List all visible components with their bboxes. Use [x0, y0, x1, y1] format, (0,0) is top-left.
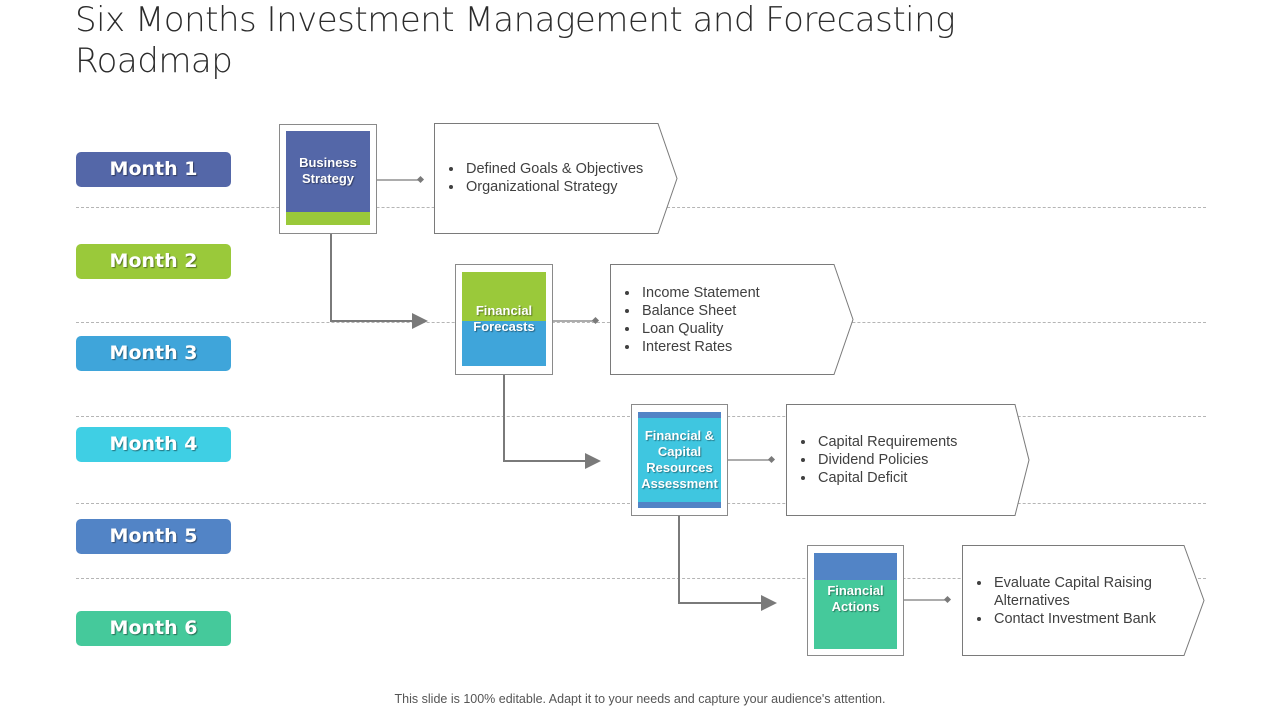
diamond-marker: [767, 455, 776, 464]
bullet-item: Evaluate Capital Raising Alternatives: [992, 574, 1182, 610]
stage-2-block: Financial Forecasts: [462, 272, 546, 366]
connector-1-to-2: [330, 234, 428, 329]
bullet-item: Contact Investment Bank: [992, 610, 1182, 628]
stage-3-bottom-fill: [638, 502, 721, 508]
month-5-label: Month 5: [76, 519, 231, 554]
bullet-item: Capital Deficit: [816, 469, 957, 487]
bullet-item: Capital Requirements: [816, 433, 957, 451]
month-6-label: Month 6: [76, 611, 231, 646]
stage-4-bottom-fill: [814, 580, 897, 649]
stage-2-details: Income Statement Balance Sheet Loan Qual…: [610, 264, 854, 375]
stage-3-details: Capital Requirements Dividend Policies C…: [786, 404, 1030, 516]
stage-4-top-fill: [814, 553, 897, 580]
bullet-item: Organizational Strategy: [464, 178, 643, 196]
bullet-item: Income Statement: [640, 284, 760, 302]
bullet-item: Loan Quality: [640, 320, 760, 338]
stage-3-main-fill: [638, 418, 721, 502]
stage-4-card: Financial Actions: [807, 545, 904, 656]
month-2-label: Month 2: [76, 244, 231, 279]
stage-2-title: Financial Forecasts: [473, 303, 535, 334]
stage-1-top-fill: [286, 131, 370, 212]
month-4-label: Month 4: [76, 427, 231, 462]
footer-note: This slide is 100% editable. Adapt it to…: [394, 692, 886, 706]
bullet-item: Balance Sheet: [640, 302, 760, 320]
month-3-label: Month 3: [76, 336, 231, 371]
bullet-item: Dividend Policies: [816, 451, 957, 469]
stage-4-block: Financial Actions: [814, 553, 897, 649]
diamond-marker: [591, 316, 600, 325]
stage-2-card: Financial Forecasts: [455, 264, 553, 375]
diamond-marker: [943, 595, 952, 604]
connector-3-to-4: [678, 516, 777, 611]
stage-4-title: Financial Actions: [827, 583, 884, 614]
month-1-label: Month 1: [76, 152, 231, 187]
stage-1-title: Business Strategy: [299, 155, 357, 186]
diamond-marker: [416, 175, 425, 184]
stage-3-top-fill: [638, 412, 721, 418]
stage-3-title: Financial & Capital Resources Assessment: [641, 428, 718, 491]
stage-1-block: Business Strategy: [286, 131, 370, 225]
stage-2-top-fill: [462, 272, 546, 321]
connector-2-to-3: [503, 375, 601, 469]
page-title: Six Months Investment Management and For…: [75, 0, 956, 81]
stage-1-details: Defined Goals & Objectives Organizationa…: [434, 123, 678, 234]
bullet-item: Defined Goals & Objectives: [464, 160, 643, 178]
stage-3-card: Financial & Capital Resources Assessment: [631, 404, 728, 516]
stage-4-details: Evaluate Capital Raising Alternatives Co…: [962, 545, 1206, 656]
stage-1-card: Business Strategy: [279, 124, 377, 234]
stage-1-bottom-fill: [286, 212, 370, 225]
stage-3-block: Financial & Capital Resources Assessment: [638, 412, 721, 508]
stage-2-bottom-fill: [462, 321, 546, 366]
bullet-item: Interest Rates: [640, 338, 760, 356]
row-divider: [76, 578, 1206, 579]
